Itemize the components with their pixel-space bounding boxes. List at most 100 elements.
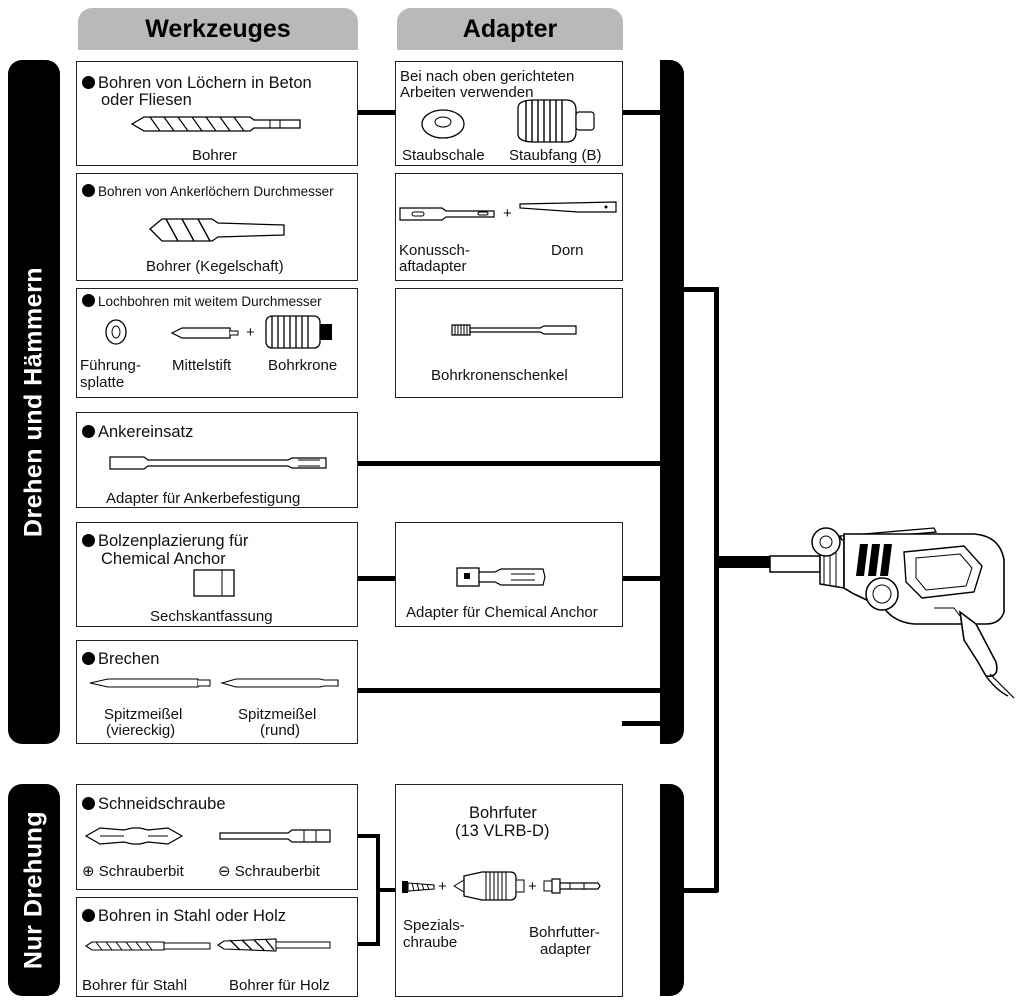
adapter-title: Arbeiten verwenden [400, 84, 534, 101]
tool-item-label: ⊕ Schrauberbit [82, 863, 184, 880]
section-bar-rotation-only [8, 784, 60, 996]
tool-title: Brechen [82, 650, 159, 668]
bracket [356, 942, 380, 946]
drill-bit-icon [130, 116, 301, 132]
adapter-title: (13 VLRB-D) [455, 822, 550, 840]
tool-item-label: ⊖ Schrauberbit [218, 863, 320, 880]
bullet-icon [82, 534, 95, 547]
center-pin-icon [170, 327, 239, 339]
circled-plus-icon: ⊕ [82, 863, 95, 880]
right-bar-rotation-hammer [660, 60, 684, 744]
tool-title: Bolzenplazierung für [82, 532, 248, 550]
tool-title: Bohren von Ankerlöchern Durchmesser [82, 184, 334, 199]
section-label-rotation-only: Nur Drehung [19, 810, 48, 970]
pointed-chisel-round-icon [219, 678, 339, 688]
adapter-item-label: Adapter für Chemical Anchor [406, 604, 598, 621]
core-bit-icon [265, 315, 332, 349]
dust-cup-icon [421, 109, 465, 139]
tool-item-label: Spitzmeißel [104, 706, 183, 723]
tool-title: Lochbohren mit weitem Durchmesser [82, 294, 322, 309]
adapter-item-label: Spezials- [403, 917, 465, 934]
tool-item-label: (viereckig) [106, 722, 176, 739]
adapter-column-header: Adapter [397, 8, 623, 50]
taper-adapter-icon [399, 207, 495, 221]
tool-item-label: Bohrer für Holz [229, 977, 330, 994]
adapter-title: Bei nach oben gerichteten [400, 68, 575, 85]
tool-title: Chemical Anchor [101, 550, 226, 568]
trunk-connector [714, 556, 770, 568]
bullet-icon [82, 909, 95, 922]
tool-title: Bohren in Stahl oder Holz [82, 907, 286, 925]
bullet-icon [82, 425, 95, 438]
rotary-hammer-icon [769, 527, 1015, 699]
pointed-chisel-square-icon [89, 678, 211, 688]
anchor-adapter-icon [109, 456, 327, 470]
adapter-box-taper [395, 173, 623, 281]
wood-drill-icon [217, 938, 331, 952]
connector [356, 110, 398, 115]
tool-title: Ankereinsatz [82, 423, 193, 441]
adapter-item-label: Konussch- [399, 242, 470, 259]
connector [356, 688, 662, 693]
trunk-connector [714, 287, 719, 892]
plus-sign: + [528, 878, 537, 895]
chemical-anchor-adapter-icon [456, 567, 546, 587]
adapter-item-label: Bohrfutter- [529, 924, 600, 941]
adapter-title: Bohrfuter [469, 804, 537, 822]
adapter-box-core-shank [395, 288, 623, 398]
trunk-connector [684, 287, 718, 292]
connector [622, 721, 662, 726]
adapter-item-label: Dorn [551, 242, 584, 259]
circled-minus-icon: ⊖ [218, 863, 231, 880]
tool-item-label: Sechskantfassung [150, 608, 273, 625]
tool-title: oder Fliesen [101, 91, 192, 109]
adapter-item-label: adapter [540, 941, 591, 958]
connector [356, 461, 662, 466]
hex-socket-icon [193, 569, 235, 597]
adapter-item-label: Bohrkronenschenkel [431, 367, 568, 384]
chuck-adapter-icon [543, 878, 601, 894]
tools-column-header: Werkzeuges [78, 8, 358, 50]
tool-item-label: Spitzmeißel [238, 706, 317, 723]
steel-drill-icon [85, 941, 211, 951]
bullet-icon [82, 184, 95, 197]
tool-item-label: Mittelstift [172, 357, 232, 374]
bullet-icon [82, 797, 95, 810]
tool-item-label: Bohrer [192, 147, 238, 164]
tool-item-label: splatte [80, 374, 125, 391]
tool-item-label: Adapter für Ankerbefestigung [106, 490, 301, 507]
tool-box-concrete-drill [76, 61, 358, 166]
dust-collector-icon [517, 99, 595, 143]
trunk-connector [684, 888, 718, 893]
section-bar-rotation-hammer [8, 60, 60, 744]
right-bar-rotation-only [660, 784, 684, 996]
taper-shank-drill-icon [149, 218, 285, 242]
tool-item-label: Bohrer für Stahl [82, 977, 188, 994]
connector [356, 576, 398, 581]
plus-sign: + [503, 205, 512, 222]
bracket [376, 888, 398, 892]
plus-sign: + [246, 324, 255, 341]
bracket [356, 834, 380, 838]
tool-title: Bohren von Löchern in Beton [82, 74, 312, 92]
tool-box-breaking [76, 640, 358, 744]
drift-key-icon [519, 201, 617, 213]
bullet-icon [82, 76, 95, 89]
bullet-icon [82, 294, 95, 307]
tool-item-label: (rund) [260, 722, 301, 739]
plus-sign: + [438, 878, 447, 895]
slotted-bit-icon [219, 829, 331, 843]
adapter-item-label: aftadapter [399, 258, 467, 275]
tool-item-label: Bohrkrone [268, 357, 338, 374]
adapter-item-label: chraube [403, 934, 458, 951]
tool-item-label: Führung- [80, 357, 141, 374]
adapter-item-label: Staubfang (B) [509, 147, 602, 164]
drill-chuck-icon [453, 871, 525, 901]
section-label-rotation-hammer: Drehen und Hämmern [19, 266, 48, 538]
adapter-item-label: Staubschale [402, 147, 485, 164]
connector [622, 110, 662, 115]
tool-title: Schneidschraube [82, 795, 226, 813]
core-bit-shank-icon [451, 324, 577, 336]
phillips-bit-icon [84, 827, 184, 845]
tool-item-label: Bohrer (Kegelschaft) [146, 258, 284, 275]
